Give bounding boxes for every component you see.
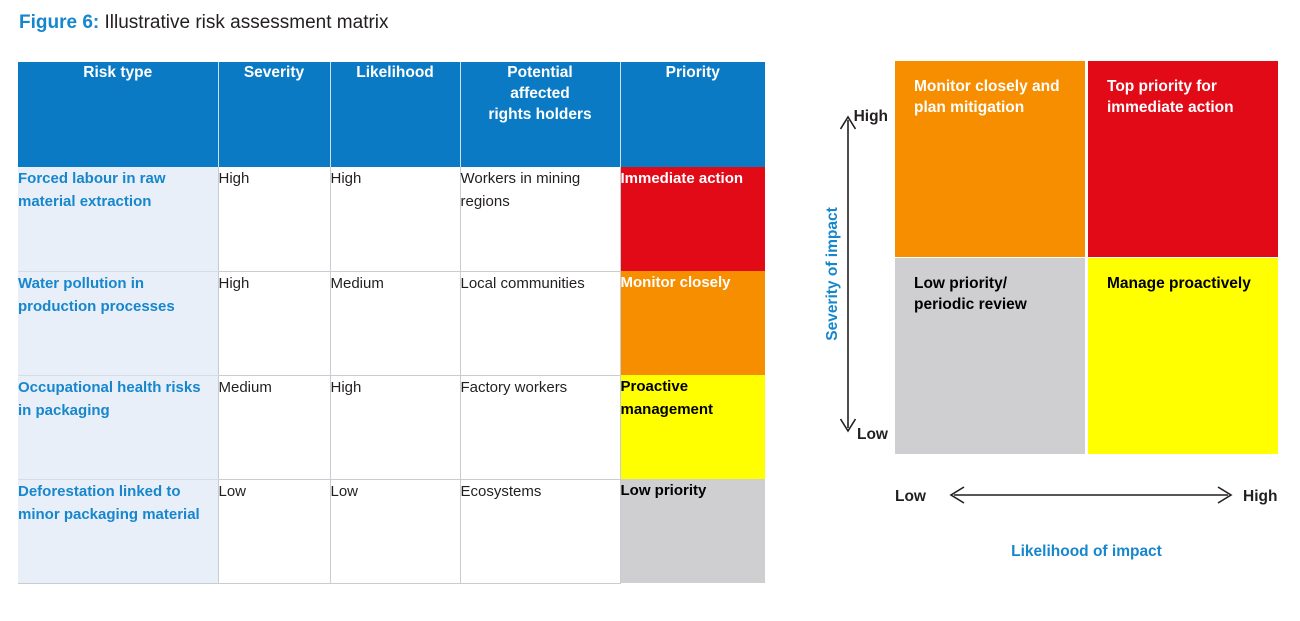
cell-severity: Medium <box>218 375 331 480</box>
cell-rights-holders: Ecosystems <box>460 479 621 584</box>
y-axis-low-label: Low <box>857 426 888 443</box>
cell-likelihood: Low <box>330 479 461 584</box>
figure-title: Illustrative risk assessment matrix <box>99 12 389 33</box>
x-axis-high-label: High <box>1243 488 1278 505</box>
cell-priority: Proactive management <box>620 375 765 479</box>
cell-priority: Immediate action <box>620 167 765 271</box>
cell-likelihood: High <box>330 167 461 272</box>
cell-risk-type: Forced labour in raw material extraction <box>18 167 219 272</box>
table-row: Occupational health risks in packaging M… <box>18 375 765 480</box>
cell-severity: High <box>218 167 331 272</box>
column-header-priority: Priority <box>620 62 765 167</box>
cell-risk-type: Occupational health risks in packaging <box>18 375 219 480</box>
risk-matrix-figure: High Low Severity of impact Monitor clos… <box>780 50 1290 580</box>
cell-severity: High <box>218 271 331 376</box>
matrix-grid: Monitor closely and plan mitigation Top … <box>895 61 1278 454</box>
rights-header-line-2: affected <box>510 85 570 102</box>
figure-caption: Figure 6: Illustrative risk assessment m… <box>19 10 389 36</box>
y-axis-title: Severity of impact <box>824 207 841 341</box>
cell-rights-holders: Local communities <box>460 271 621 376</box>
quadrant-high-severity-low-likelihood[interactable]: Monitor closely and plan mitigation <box>895 61 1085 257</box>
rights-header-line-3: rights holders <box>488 106 592 123</box>
cell-rights-holders: Factory workers <box>460 375 621 480</box>
quadrant-low-severity-low-likelihood[interactable]: Low priority/ periodic review <box>895 258 1085 454</box>
quadrant-low-severity-high-likelihood[interactable]: Manage proactively <box>1088 258 1278 454</box>
column-header-rights-holders: Potential affected rights holders <box>460 62 621 167</box>
table-row: Forced labour in raw material extraction… <box>18 167 765 272</box>
table-header-row: Risk type Severity Likelihood Potential … <box>18 62 765 167</box>
cell-likelihood: Medium <box>330 271 461 376</box>
risk-assessment-table: Risk type Severity Likelihood Potential … <box>18 62 765 584</box>
figure-number: Figure 6: <box>19 12 100 33</box>
column-header-risk-type: Risk type <box>18 62 219 167</box>
y-axis-arrow-icon <box>839 115 857 433</box>
table-row: Deforestation linked to minor packaging … <box>18 479 765 584</box>
x-axis-arrow-icon <box>949 486 1233 504</box>
cell-likelihood: High <box>330 375 461 480</box>
column-header-likelihood: Likelihood <box>330 62 461 167</box>
cell-priority: Low priority <box>620 479 765 583</box>
cell-severity: Low <box>218 479 331 584</box>
cell-risk-type: Deforestation linked to minor packaging … <box>18 479 219 584</box>
cell-priority: Monitor closely <box>620 271 765 375</box>
x-axis-title: Likelihood of impact <box>1011 543 1162 560</box>
x-axis-low-label: Low <box>895 488 926 505</box>
cell-risk-type: Water pollution in production processes <box>18 271 219 376</box>
table-row: Water pollution in production processes … <box>18 271 765 376</box>
column-header-severity: Severity <box>218 62 331 167</box>
cell-rights-holders: Workers in mining regions <box>460 167 621 272</box>
rights-header-line-1: Potential <box>507 64 573 81</box>
y-axis-high-label: High <box>853 108 888 125</box>
quadrant-high-severity-high-likelihood[interactable]: Top priority for immediate action <box>1088 61 1278 257</box>
